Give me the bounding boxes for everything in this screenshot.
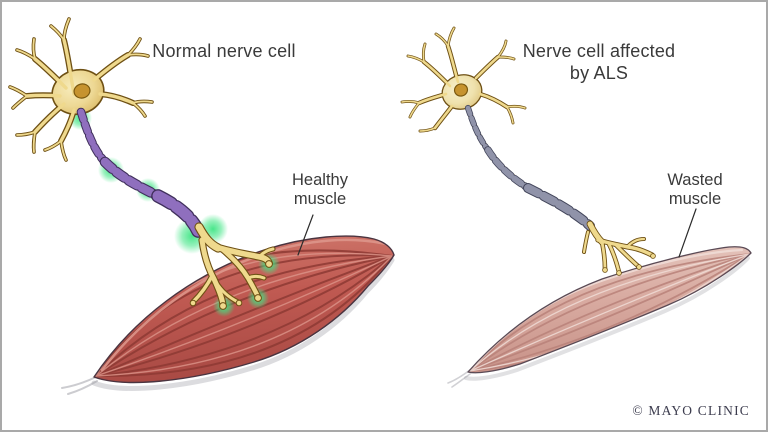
als-junction-3 <box>616 270 622 276</box>
title-als-line-2: by ALS <box>569 63 629 83</box>
wasted-muscle-fibers <box>469 248 751 372</box>
als-junction-4 <box>636 264 642 270</box>
normal-neuron-axon-terminals <box>189 222 276 310</box>
label-healthy-line-1: Healthy <box>292 171 348 189</box>
leader-line-wasted-muscle <box>678 208 697 258</box>
label-wasted-line-2: muscle <box>668 190 722 208</box>
neuromuscular-junction-4 <box>189 299 197 307</box>
leader-line-healthy-muscle <box>297 214 314 256</box>
wasted-muscle-outline <box>467 246 752 374</box>
als-neuron-illustration <box>400 26 656 276</box>
normal-neuron-nucleus <box>73 83 91 99</box>
als-neuron-axon <box>464 104 595 231</box>
als-neuron-axon-terminals <box>582 220 656 276</box>
title-als-nerve-cell: Nerve cell affected by ALS <box>505 40 693 84</box>
als-neuron-dendrites <box>417 44 509 130</box>
wasted-muscle-body <box>468 246 751 373</box>
neuromuscular-junction-5 <box>235 299 243 307</box>
neuromuscular-junction-2 <box>254 294 262 302</box>
als-junction-2 <box>602 267 608 273</box>
copyright-credit: © MAYO CLINIC <box>632 403 750 418</box>
label-healthy-line-2: muscle <box>293 190 347 208</box>
neuromuscular-junction-3 <box>219 302 227 310</box>
normal-neuron-dendrite-tips <box>9 18 153 161</box>
title-normal-nerve-cell: Normal nerve cell <box>152 41 296 61</box>
neuromuscular-junction-1 <box>265 260 273 268</box>
als-neuron-myelin <box>464 104 595 231</box>
label-wasted-muscle: Wasted muscle <box>649 171 741 209</box>
als-junction-1 <box>650 253 656 259</box>
healthy-muscle-body <box>94 236 394 383</box>
als-neuron-dendrite-tips <box>401 27 526 132</box>
label-healthy-muscle: Healthy muscle <box>274 171 366 209</box>
healthy-muscle-shadow <box>91 257 395 391</box>
healthy-muscle-outline <box>93 235 395 384</box>
wasted-muscle-shadow <box>464 256 750 381</box>
label-wasted-line-1: Wasted <box>667 171 723 189</box>
normal-neuron-illustration <box>8 17 276 310</box>
wasted-muscle-illustration <box>447 246 752 388</box>
title-als-line-1: Nerve cell affected <box>522 41 676 61</box>
als-neuron-nucleus <box>453 83 469 97</box>
normal-neuron-dendrites <box>25 38 135 143</box>
